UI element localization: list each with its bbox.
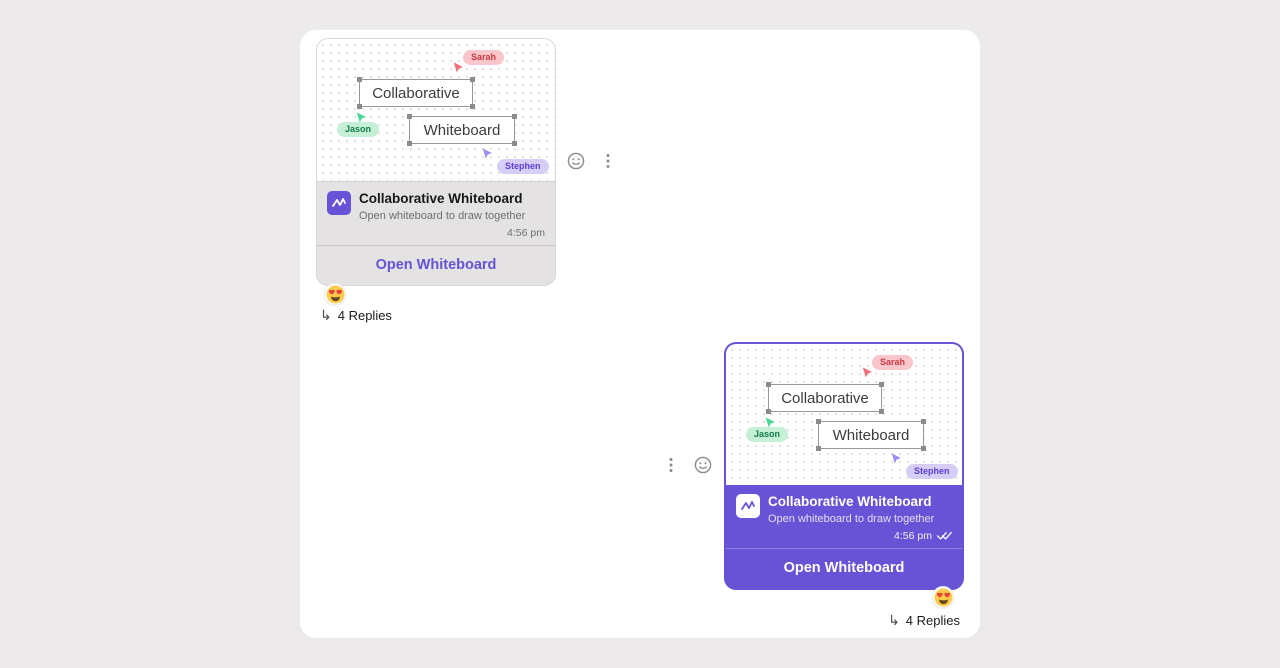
cursor-icon-jason: [356, 112, 366, 123]
selection-handle: [407, 114, 412, 119]
selection-handle: [921, 446, 926, 451]
selection-handle: [470, 77, 475, 82]
whiteboard-text-box: Whiteboard: [816, 419, 926, 451]
whiteboard-icon: [327, 191, 351, 215]
timestamp: 4:56 pm: [894, 529, 932, 542]
reply-arrow-icon: ↳: [320, 306, 332, 323]
selection-handle: [407, 141, 412, 146]
more-options-icon[interactable]: [661, 455, 681, 475]
cursor-icon-sarah: [862, 367, 872, 378]
message-subtitle: Open whiteboard to draw together: [768, 512, 935, 525]
selection-handle: [879, 409, 884, 414]
whiteboard-preview[interactable]: Collaborative Whiteboard Sarah Jason: [726, 344, 962, 485]
thread-replies-count: 4 Replies: [905, 613, 960, 628]
heart-eyes-reaction[interactable]: [932, 586, 954, 608]
thread-replies-link[interactable]: ↳ 4 Replies: [320, 306, 392, 324]
cursor-icon-jason: [765, 417, 775, 428]
message-hover-actions: [566, 151, 618, 171]
whiteboard-text: Whiteboard: [832, 426, 910, 444]
reply-arrow-icon: ↳: [888, 611, 900, 628]
whiteboard-text-box: Collaborative: [766, 382, 884, 414]
whiteboard-card-info: Collaborative Whiteboard Open whiteboard…: [317, 182, 555, 245]
message-title: Collaborative Whiteboard: [768, 494, 932, 509]
cursor-label-sarah: Sarah: [872, 355, 914, 370]
selection-handle: [357, 104, 362, 109]
cursor-icon-stephen: [482, 148, 492, 159]
cursor-label-jason: Jason: [337, 122, 380, 137]
selection-handle: [921, 419, 926, 424]
add-reaction-icon[interactable]: [693, 455, 713, 475]
add-reaction-icon[interactable]: [566, 151, 586, 171]
heart-eyes-reaction[interactable]: [324, 283, 346, 305]
chat-message-list: Collaborative Whiteboard Sarah Jason: [300, 30, 980, 638]
whiteboard-icon: [736, 494, 760, 518]
message-timestamp-row: 4:56 pm: [736, 530, 952, 542]
cursor-label-sarah: Sarah: [463, 50, 505, 65]
whiteboard-preview[interactable]: Collaborative Whiteboard Sarah Jason: [317, 39, 555, 182]
read-receipt-icon: [936, 532, 952, 540]
open-whiteboard-button[interactable]: Open Whiteboard: [726, 547, 962, 588]
cursor-label-jason: Jason: [746, 427, 789, 442]
message-title: Collaborative Whiteboard: [359, 191, 523, 206]
message-timestamp-row: 4:56 pm: [327, 227, 545, 239]
message-hover-actions: [661, 455, 713, 475]
cursor-icon-stephen: [891, 453, 901, 464]
selection-handle: [357, 77, 362, 82]
selection-handle: [766, 409, 771, 414]
selection-handle: [879, 382, 884, 387]
whiteboard-text-box: Collaborative: [357, 77, 475, 109]
cursor-label-stephen: Stephen: [906, 464, 958, 479]
outgoing-whiteboard-message-card: Collaborative Whiteboard Sarah Jason: [724, 342, 964, 590]
cursor-label-stephen: Stephen: [497, 159, 549, 174]
whiteboard-card-info: Collaborative Whiteboard Open whiteboard…: [726, 485, 962, 548]
whiteboard-text: Whiteboard: [423, 121, 501, 139]
selection-handle: [512, 114, 517, 119]
whiteboard-text-box: Whiteboard: [407, 114, 517, 146]
thread-replies-link[interactable]: ↳ 4 Replies: [888, 611, 960, 629]
selection-handle: [816, 419, 821, 424]
thread-replies-count: 4 Replies: [337, 308, 392, 323]
message-subtitle: Open whiteboard to draw together: [359, 209, 526, 222]
timestamp: 4:56 pm: [507, 226, 545, 239]
cursor-icon-sarah: [453, 62, 463, 73]
selection-handle: [470, 104, 475, 109]
more-options-icon[interactable]: [598, 151, 618, 171]
selection-handle: [816, 446, 821, 451]
whiteboard-text: Collaborative: [372, 84, 460, 102]
incoming-whiteboard-message-card: Collaborative Whiteboard Sarah Jason: [316, 38, 556, 286]
selection-handle: [512, 141, 517, 146]
selection-handle: [766, 382, 771, 387]
whiteboard-text: Collaborative: [781, 389, 869, 407]
open-whiteboard-button[interactable]: Open Whiteboard: [317, 244, 555, 285]
